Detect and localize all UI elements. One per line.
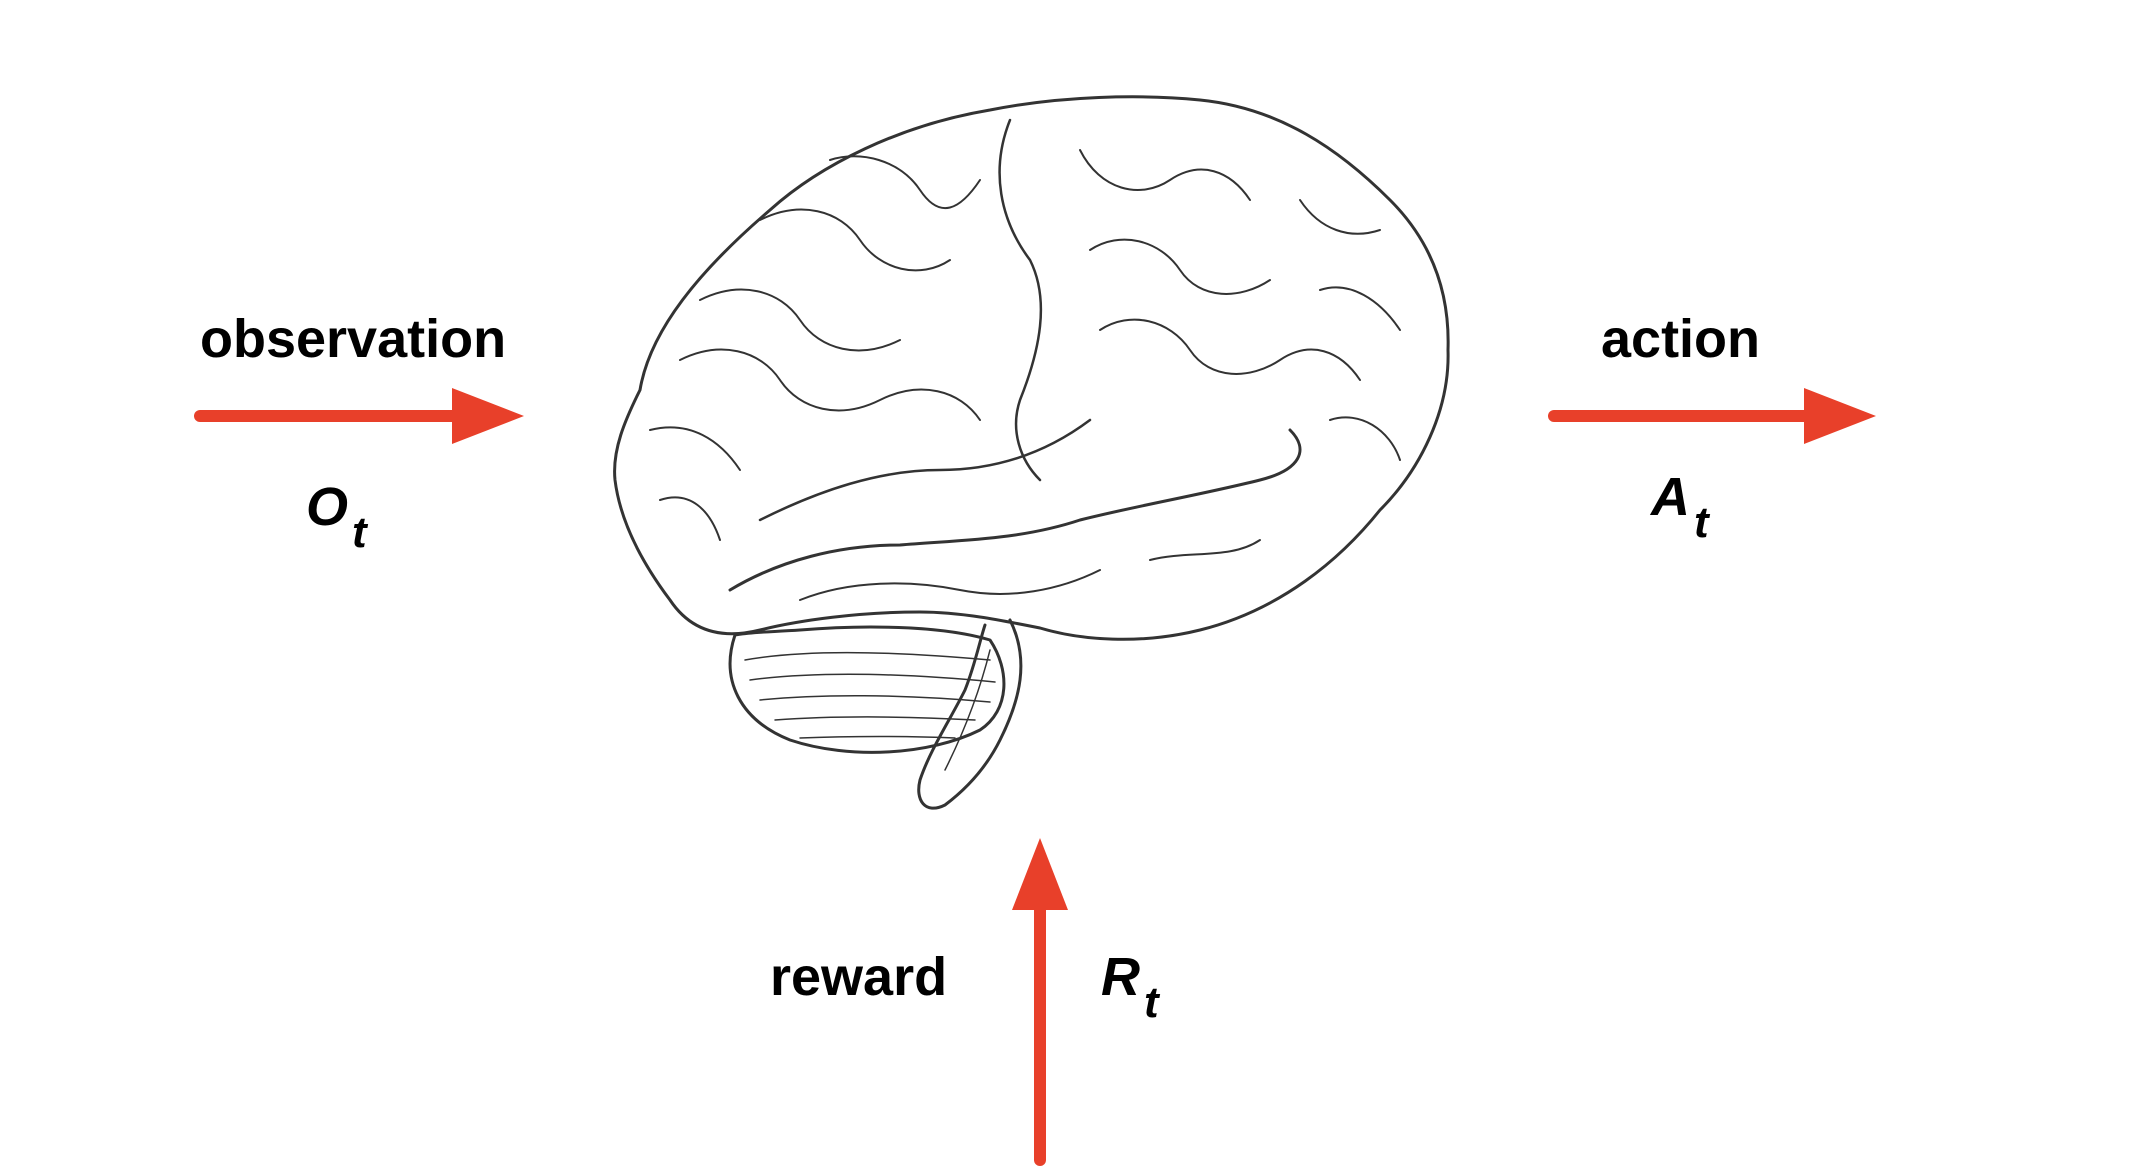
reward-arrow bbox=[1012, 838, 1068, 1166]
reward-symbol-subscript: t bbox=[1144, 978, 1159, 1027]
observation-arrow bbox=[194, 388, 524, 444]
reward-symbol-main: R bbox=[1101, 947, 1140, 1007]
brain-icon bbox=[613, 95, 1450, 810]
observation-label: observation bbox=[200, 309, 507, 369]
observation-symbol-subscript: t bbox=[352, 508, 367, 557]
reward-label: reward bbox=[770, 947, 948, 1007]
reward-symbol: Rt bbox=[1101, 947, 1159, 1025]
action-symbol-main: A bbox=[1651, 467, 1690, 527]
observation-symbol-main: O bbox=[306, 477, 349, 537]
action-label: action bbox=[1601, 309, 1761, 369]
action-symbol-subscript: t bbox=[1694, 498, 1709, 547]
observation-symbol: Ot bbox=[306, 477, 367, 555]
action-symbol: At bbox=[1651, 467, 1709, 545]
action-arrow bbox=[1548, 388, 1876, 444]
